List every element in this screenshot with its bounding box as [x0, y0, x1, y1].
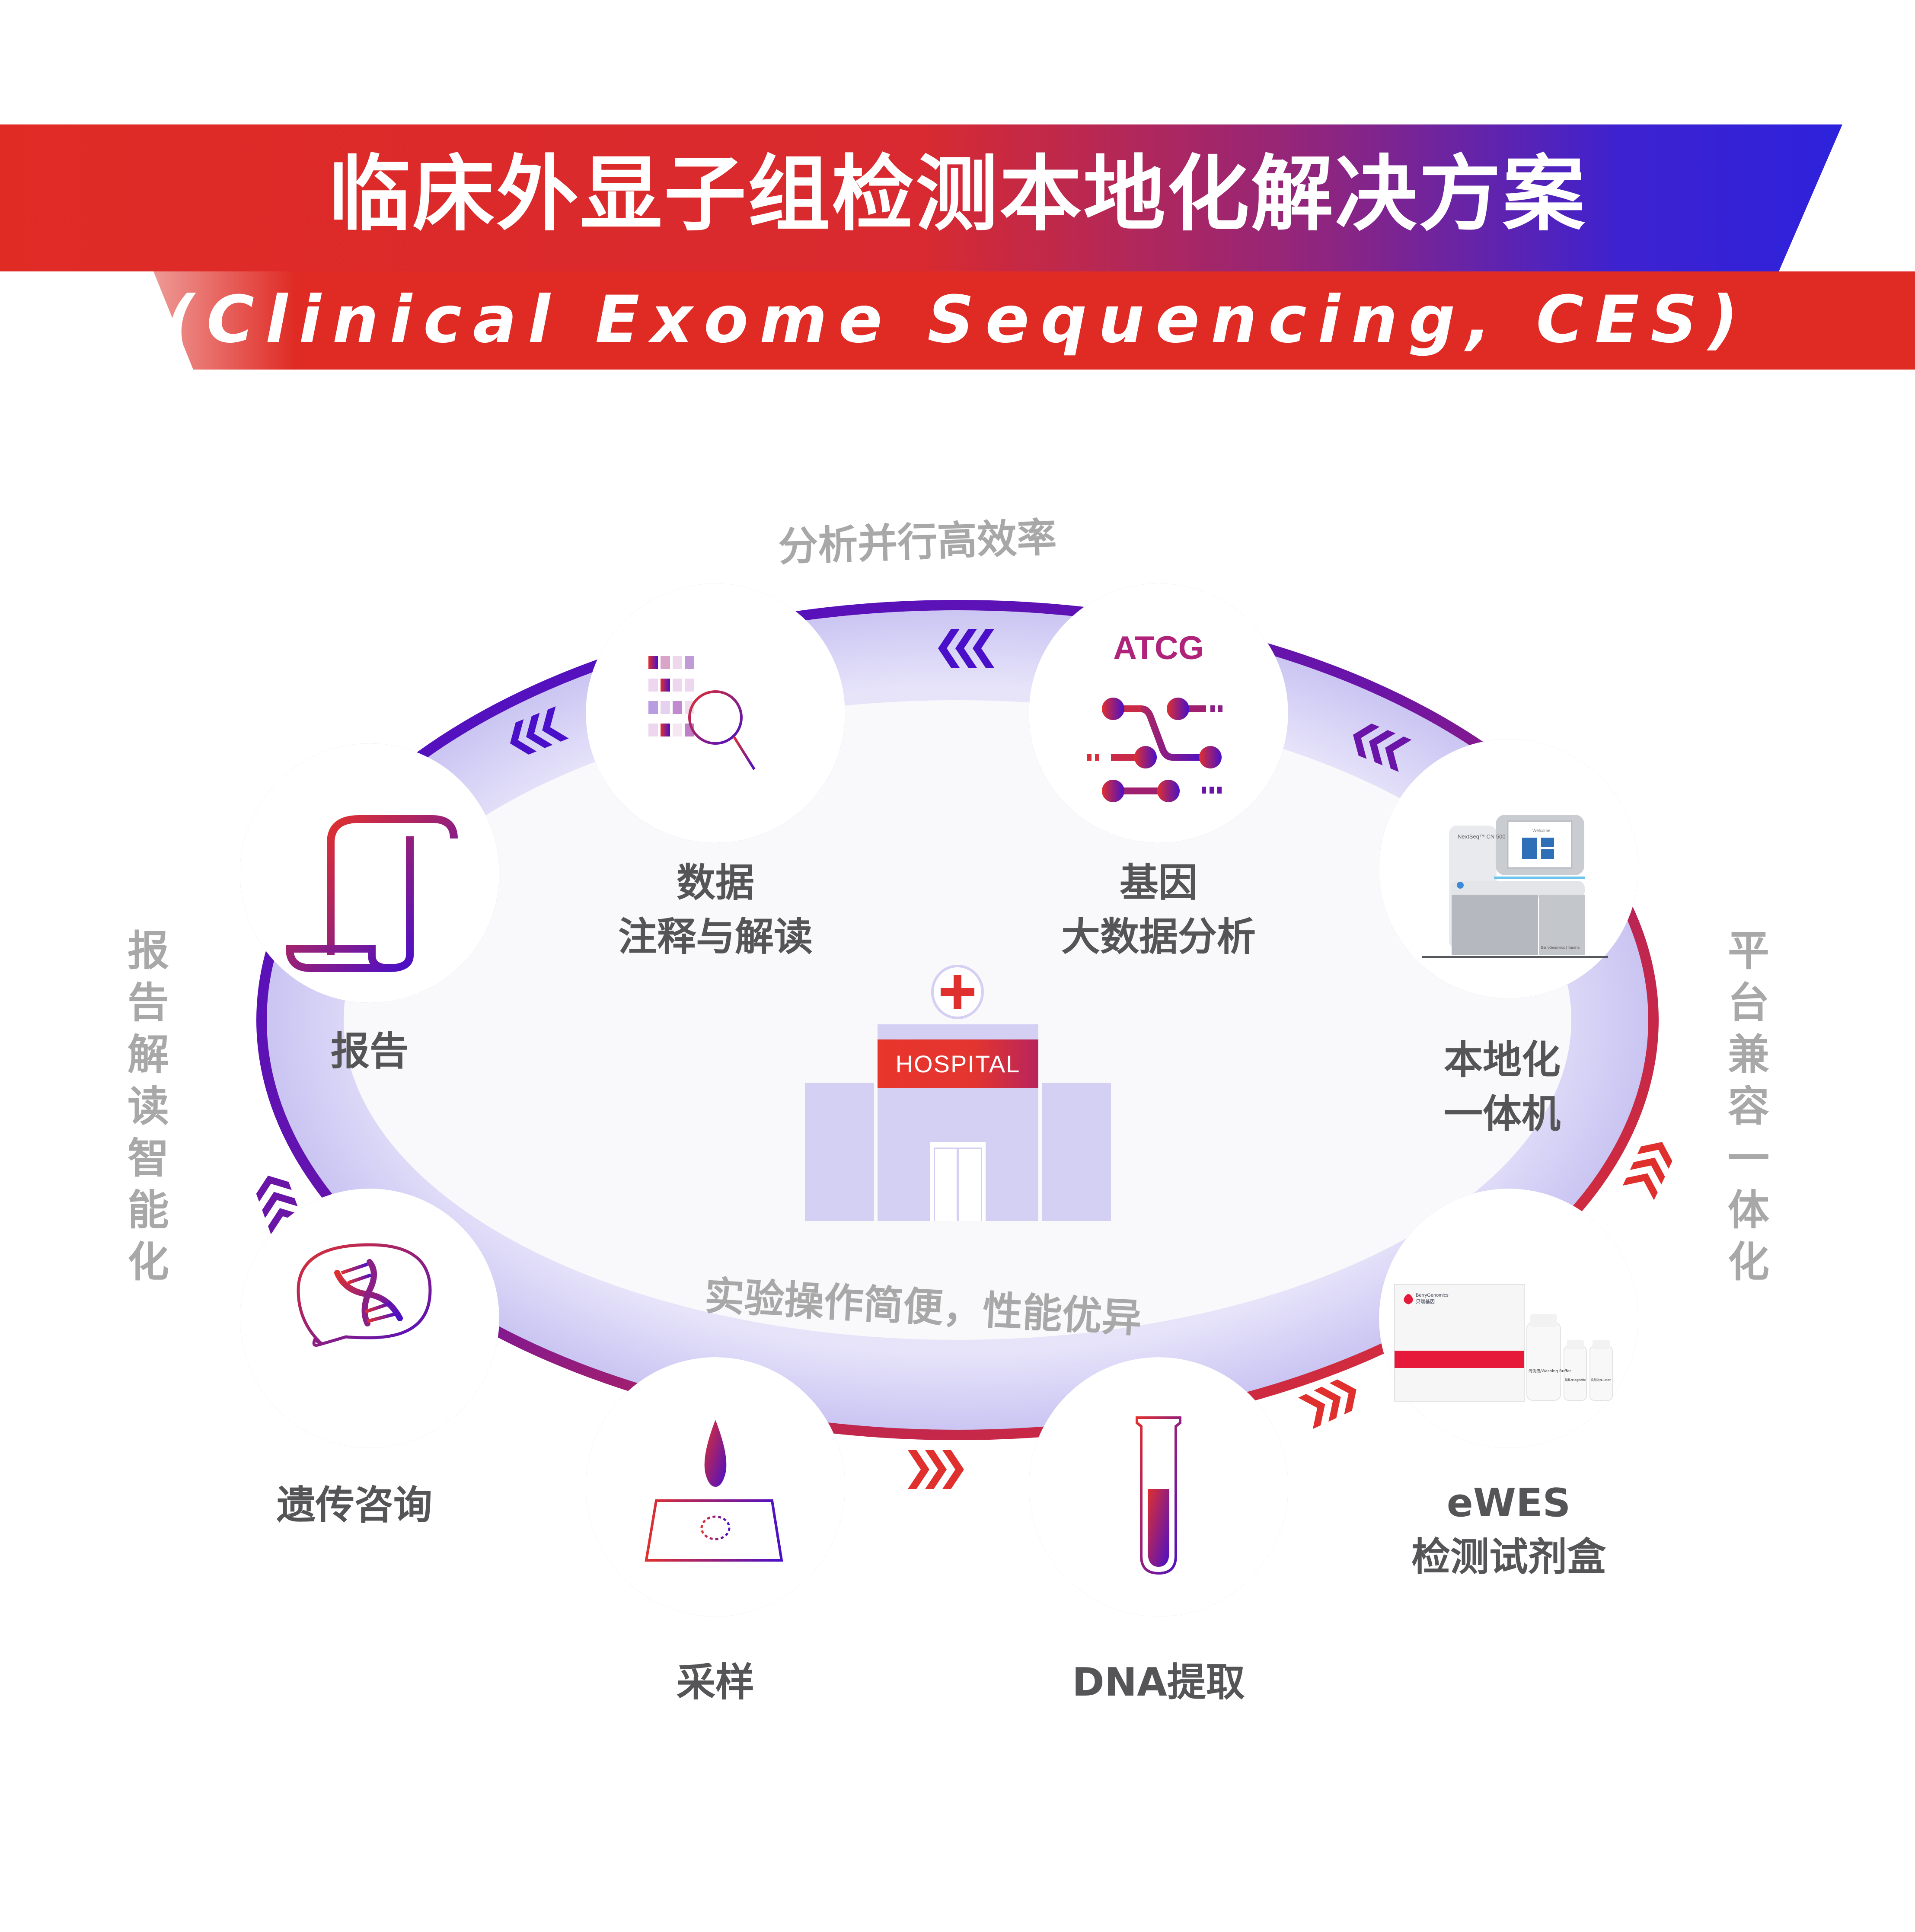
atcg-text: ATCG: [1113, 630, 1204, 666]
label-counseling: 遗传咨询: [277, 1482, 432, 1528]
theme-char: 平: [1728, 927, 1769, 975]
hospital-sign-text: HOSPITAL: [895, 1050, 1021, 1078]
step-report[interactable]: [240, 743, 499, 1003]
page-title: 临床外显子组检测本地化解决方案: [328, 147, 1586, 242]
chevron-right-icon: [908, 1450, 964, 1489]
step-counseling[interactable]: [240, 1189, 499, 1448]
label-dna-extraction: DNA提取: [1072, 1660, 1245, 1705]
label-gene-analysis: 基因 大数据分析: [1061, 860, 1256, 960]
ring-stroke: [256, 600, 1659, 1440]
chevron-left-icon: [510, 706, 569, 755]
theme-char: 能: [128, 1186, 169, 1234]
theme-char: 兼: [1728, 1030, 1769, 1079]
theme-char: 读: [128, 1082, 169, 1131]
flow-arrows: [256, 629, 1672, 1489]
dna-chat-icon: [297, 1243, 432, 1347]
scroll-report-icon: [285, 815, 458, 972]
workflow-ring: [256, 600, 1659, 1440]
chevron-up-icon: [1622, 1142, 1672, 1200]
theme-left: 报告解读智能化: [122, 925, 174, 1288]
step-data-annotation[interactable]: [586, 583, 845, 843]
hospital-wing-right: [1042, 1083, 1111, 1221]
data-magnifier-icon: [648, 656, 756, 770]
subtitle-banner: [153, 271, 1915, 370]
theme-char: 化: [1728, 1238, 1769, 1286]
chevron-left-icon: [938, 629, 994, 668]
atcg-circuit-icon: [1087, 698, 1222, 802]
theme-char: 台: [1728, 979, 1769, 1027]
test-tube-icon: [1136, 1416, 1181, 1575]
hospital-wing-left: [805, 1083, 874, 1221]
kit-brand-cn: 贝瑞基因: [1416, 1298, 1435, 1304]
theme-char: 容: [1728, 1082, 1769, 1131]
theme-char: 一: [1728, 1134, 1769, 1183]
ring-inner: [344, 700, 1571, 1340]
blood-drop-sample-icon: [645, 1420, 783, 1562]
theme-char: 体: [1728, 1186, 1769, 1234]
kit-bottle-label: 清洗液/Washing Buffer: [1529, 1368, 1571, 1374]
kit-bottle-label-2: 磁珠/Magnetic: [1565, 1378, 1586, 1382]
theme-char: 解: [128, 1030, 169, 1079]
step-gene-analysis[interactable]: [1029, 583, 1288, 843]
chevron-left-icon: [1353, 724, 1412, 772]
page-subtitle: (Clinical Exome Sequencing, CES): [166, 282, 1749, 357]
step-sampling[interactable]: [586, 1357, 845, 1616]
theme-char: 报: [128, 927, 169, 975]
step-ewes-kit[interactable]: BerryGenomics 贝瑞基因 清洗液/Washing Buffer 磁珠…: [1379, 1189, 1638, 1448]
hospital-icon: [805, 965, 1111, 1221]
sequencer-screen-text: Welcome: [1532, 829, 1551, 833]
label-local-machine: 本地化 一体机: [1444, 1037, 1561, 1137]
title-banner: [0, 124, 1842, 271]
theme-right: 平台兼容一体化: [1723, 925, 1775, 1288]
reagent-kit-photo: BerryGenomics 贝瑞基因 清洗液/Washing Buffer 磁珠…: [1394, 1284, 1613, 1402]
sequencer-brand: BerryGenomics | illumina: [1541, 946, 1580, 950]
kit-brand-en: BerryGenomics: [1416, 1293, 1449, 1298]
theme-char: 化: [128, 1238, 169, 1286]
label-sampling: 采样: [677, 1660, 754, 1705]
label-ewes-kit: eWES 检测试剂盒: [1411, 1480, 1606, 1580]
step-local-machine[interactable]: NextSeq™ CN 500 Welcome BerryGenomics | …: [1379, 739, 1638, 998]
theme-char: 智: [128, 1134, 169, 1183]
label-data-annotation: 数据 注释与解读: [618, 860, 813, 960]
sequencer-model: NextSeq™ CN 500: [1458, 833, 1506, 840]
step-dna-extraction[interactable]: [1029, 1357, 1288, 1616]
label-report: 报告: [331, 1029, 409, 1074]
hospital-sign: [878, 1039, 1038, 1088]
chevron-right-icon: [1298, 1379, 1356, 1429]
theme-char: 告: [128, 979, 169, 1027]
kit-bottle-label-3: 洗脱液/Elution: [1591, 1378, 1612, 1382]
theme-top: 分析并行高效率: [777, 514, 1057, 571]
sequencer-photo: NextSeq™ CN 500 Welcome BerryGenomics | …: [1422, 815, 1608, 958]
